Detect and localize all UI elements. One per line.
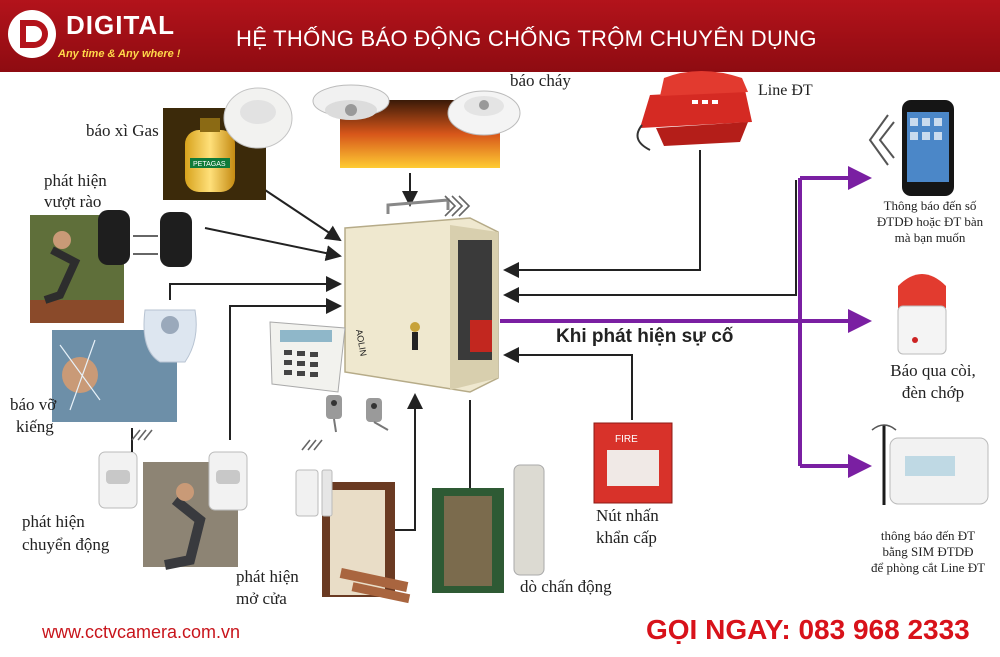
label-fire: báo cháy — [510, 71, 571, 90]
header-banner: DIGITAL Any time & Any where ! HỆ THỐNG … — [0, 0, 1000, 72]
door-contact-icon — [295, 469, 411, 604]
label-mobile-1: Thông báo đến số — [883, 198, 977, 213]
label-motion-2: chuyển động — [22, 535, 110, 554]
page-title: HỆ THỐNG BÁO ĐỘNG CHỐNG TRỘM CHUYÊN DỤNG — [236, 26, 817, 51]
control-panel: AOLIN — [344, 198, 499, 393]
label-siren: Báo qua còi, đèn chớp — [872, 360, 994, 404]
gas-sensor-icon: PETAGAS — [163, 87, 293, 200]
hotline-text: GỌI NGAY: 083 968 2333 — [646, 614, 970, 645]
digital-logo-icon — [8, 10, 56, 58]
brand-name: DIGITAL — [66, 10, 176, 40]
alert-wires — [500, 166, 872, 478]
label-sim: thông báo đến ĐT bằng SIM ĐTDĐ để phòng … — [856, 528, 1000, 576]
fire-detector-icon — [312, 84, 521, 168]
label-siren-2: đèn chớp — [901, 383, 965, 402]
label-fence-2: vượt rào — [44, 192, 102, 211]
label-glass-1: báo vỡ — [10, 395, 57, 414]
keypad-icon — [269, 321, 346, 393]
wireless-signal-icon — [131, 195, 471, 451]
brand-tagline: Any time & Any where ! — [58, 48, 181, 60]
label-panic-2: khẩn cấp — [596, 528, 657, 547]
website-link[interactable]: www.cctvcamera.com.vn — [42, 622, 241, 642]
label-sim-3: để phòng cắt Line ĐT — [870, 560, 986, 575]
label-sim-2: bằng SIM ĐTDĐ — [882, 544, 974, 559]
telephone-icon — [636, 71, 752, 151]
label-siren-1: Báo qua còi, — [890, 361, 976, 380]
label-mobile-3: mà bạn muốn — [894, 230, 966, 245]
beam-sensor-icon — [30, 210, 192, 323]
label-mobile: Thông báo đến số ĐTDĐ hoặc ĐT bàn mà bạn… — [860, 198, 1000, 246]
glass-break-sensor-icon — [52, 309, 197, 422]
siren-icon — [897, 274, 947, 355]
sim-dialer-icon — [871, 424, 989, 505]
label-panic-1: Nút nhấn — [596, 506, 659, 525]
motion-sensor-icon — [98, 428, 248, 570]
fire-button-label: FIRE — [615, 434, 638, 445]
remote-control-icon — [326, 395, 389, 433]
input-wires — [169, 150, 797, 531]
label-glass-2: kiếng — [16, 417, 54, 436]
label-door-2: mở cửa — [236, 589, 287, 608]
mobile-phone-icon — [868, 100, 954, 196]
panel-brand: AOLIN — [354, 329, 369, 357]
label-door-1: phát hiện — [236, 567, 299, 586]
label-motion-1: phát hiện — [22, 512, 85, 531]
label-vibration: dò chấn động — [520, 577, 612, 596]
label-sim-1: thông báo đến ĐT — [880, 528, 976, 543]
label-gas: báo xì Gas — [86, 121, 159, 140]
gas-tank-label: PETAGAS — [193, 161, 226, 168]
event-label: Khi phát hiện sự cố — [556, 326, 734, 347]
label-fence-1: phát hiện — [44, 171, 107, 190]
vibration-sensor-icon — [432, 464, 545, 593]
label-mobile-2: ĐTDĐ hoặc ĐT bàn — [876, 214, 984, 229]
panic-button-icon: FIRE — [593, 422, 673, 504]
label-phone-line: Line ĐT — [758, 82, 813, 99]
